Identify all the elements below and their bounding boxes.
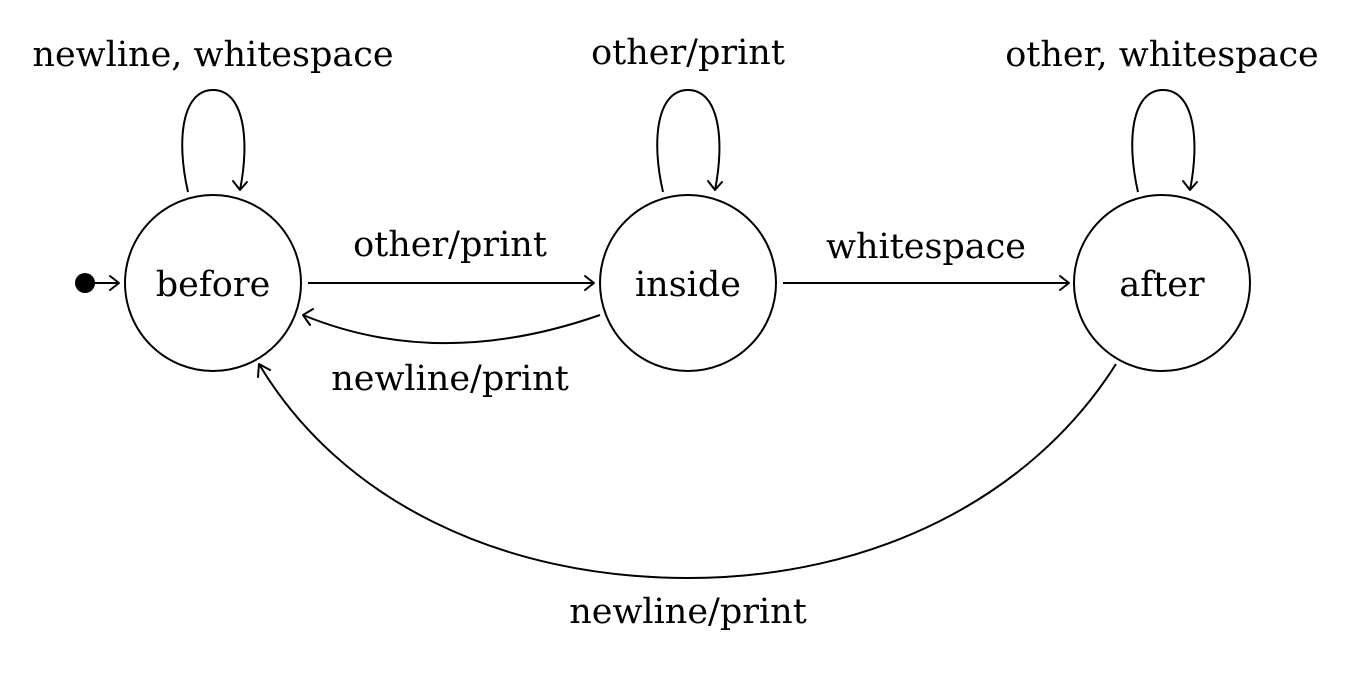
state-inside-label: inside	[635, 265, 741, 305]
before-loop-edge	[181, 88, 246, 193]
inside-to-after-label: whitespace	[826, 227, 1026, 267]
inside-to-before-label: newline/print	[331, 359, 569, 399]
transition-after-loop: other, whitespace	[1005, 35, 1319, 193]
inside-loop-label: other/print	[591, 33, 785, 73]
before-to-inside-arrowhead	[584, 275, 595, 291]
transition-inside-to-before: newline/print	[302, 308, 601, 399]
inside-to-before-edge	[302, 314, 601, 345]
transition-after-to-before: newline/print	[257, 363, 1117, 632]
after-to-before-edge	[258, 363, 1117, 580]
transition-inside-to-after: whitespace	[783, 227, 1070, 291]
state-after-label: after	[1119, 265, 1205, 305]
initial-arrowhead	[109, 275, 120, 291]
before-loop-label: newline, whitespace	[32, 35, 393, 75]
transition-before-loop: newline, whitespace	[32, 35, 394, 193]
state-inside: inside	[599, 194, 777, 372]
transition-before-to-inside: other/print	[308, 225, 595, 291]
after-to-before-arrowhead	[257, 363, 271, 378]
initial-state-marker	[75, 273, 120, 293]
before-to-inside-label: other/print	[353, 225, 547, 265]
inside-to-after-arrowhead	[1059, 275, 1070, 291]
transition-inside-loop: other/print	[591, 33, 785, 193]
state-after-circle	[1073, 194, 1251, 372]
after-loop-edge	[1131, 88, 1196, 193]
state-inside-circle	[599, 194, 777, 372]
state-after: after	[1073, 194, 1251, 372]
inside-loop-edge	[656, 88, 721, 193]
state-before-label: before	[156, 265, 271, 305]
inside-to-before-arrowhead	[302, 308, 314, 326]
initial-dot	[75, 273, 95, 293]
after-to-before-label: newline/print	[569, 592, 807, 632]
after-loop-label: other, whitespace	[1005, 35, 1319, 75]
inside-loop-arrowhead	[707, 180, 723, 191]
before-loop-arrowhead	[232, 180, 248, 191]
state-before-circle	[124, 194, 302, 372]
state-before: before	[124, 194, 302, 372]
after-loop-arrowhead	[1182, 180, 1198, 191]
